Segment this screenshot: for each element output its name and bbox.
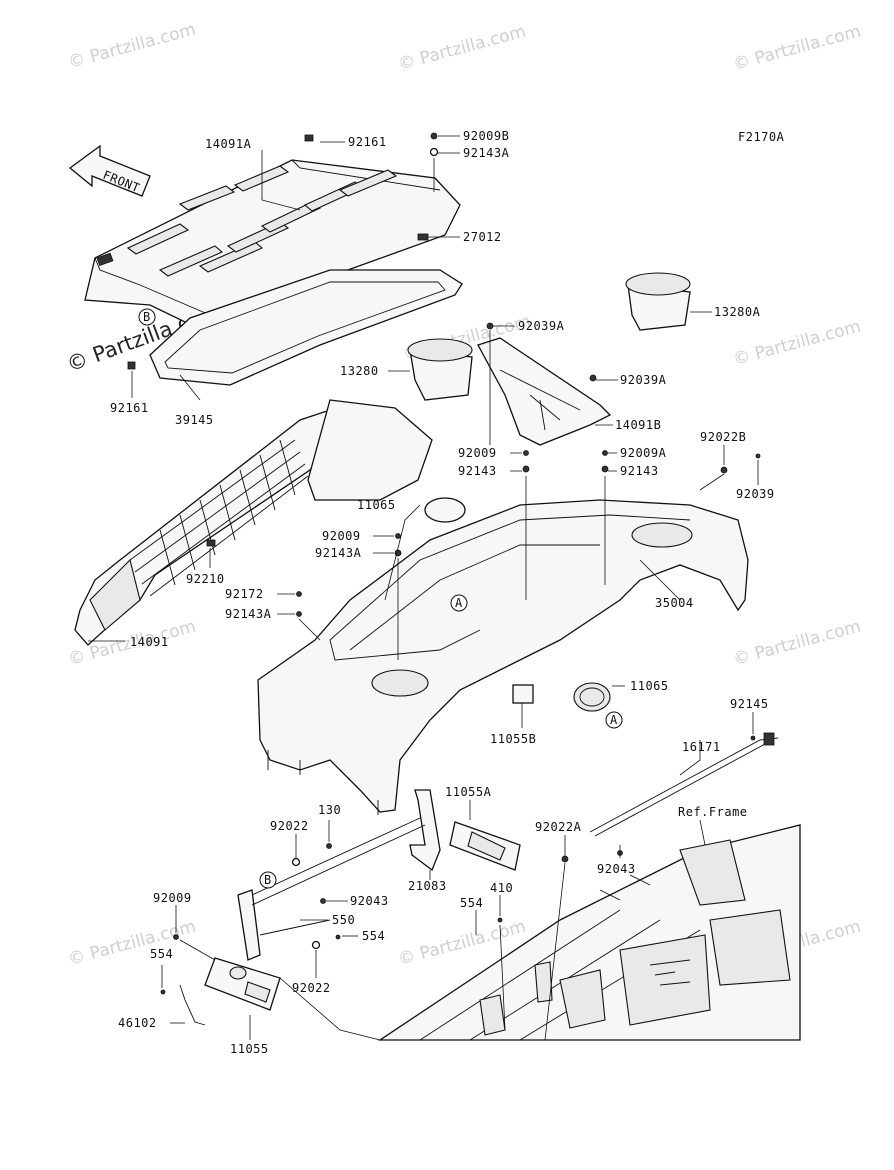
- part-label: 554: [460, 896, 483, 910]
- part-label: 92022: [292, 981, 331, 995]
- bracket-b-assembly: [237, 817, 426, 961]
- part-label: 550: [332, 913, 355, 927]
- cup-holder-13280A: [625, 272, 691, 331]
- roof-panel-14091A: [84, 159, 461, 339]
- watermark: © Partzilla.com: [731, 22, 863, 75]
- part-label: 11065: [357, 498, 396, 512]
- ref-marker-b: B: [264, 873, 272, 887]
- part-label: 92172: [225, 587, 264, 601]
- bracket-11055A: [449, 821, 521, 871]
- part-label: 14091B: [615, 418, 661, 432]
- bracket-11055B: [512, 684, 534, 704]
- part-label: 92145: [730, 697, 769, 711]
- part-label: 14091A: [205, 137, 252, 151]
- part-label: 92039A: [620, 373, 667, 387]
- part-label: 92143A: [225, 607, 272, 621]
- part-label: 11055: [230, 1042, 269, 1056]
- grille-slats: [129, 439, 309, 597]
- leader-lines: [88, 135, 759, 1041]
- part-label: 554: [150, 947, 173, 961]
- front-arrow: FRONT: [68, 144, 151, 197]
- ref-marker-a: A: [610, 713, 618, 727]
- part-label: 92009: [153, 891, 192, 905]
- bracket-11055: [204, 957, 281, 1011]
- part-label: 92022: [270, 819, 309, 833]
- part-label: 46102: [118, 1016, 157, 1030]
- reference-markers: B A A B: [138, 308, 623, 889]
- part-label: 13280: [340, 364, 379, 378]
- part-label: 92161: [110, 401, 149, 415]
- part-labels: F2170A 14091A 92161 92009B 92143A 27012 …: [110, 129, 785, 1056]
- part-label: 92143: [620, 464, 659, 478]
- ref-marker-a: A: [455, 596, 463, 610]
- cover-11065-round: [573, 682, 611, 712]
- part-label: 11055B: [490, 732, 536, 746]
- figure-code: F2170A: [738, 130, 785, 144]
- part-label: 21083: [408, 879, 447, 893]
- watermark: © Partzilla.com: [731, 317, 863, 370]
- reference-frame: [377, 824, 801, 1041]
- part-label: 92022A: [535, 820, 582, 834]
- ref-marker-b: B: [143, 310, 151, 324]
- bracket-21083: [409, 789, 441, 872]
- part-label: 92009A: [620, 446, 667, 460]
- part-label: 92161: [348, 135, 387, 149]
- part-label: 130: [318, 803, 341, 817]
- cable-16171: [589, 732, 779, 837]
- part-label: 92039: [736, 487, 775, 501]
- part-label: 92009: [322, 529, 361, 543]
- part-label: 92009B: [463, 129, 509, 143]
- rod-46102: [179, 984, 206, 1026]
- part-label: 11065: [630, 679, 669, 693]
- watermark: © Partzilla.com: [396, 22, 528, 75]
- seal-39145: [149, 269, 463, 386]
- fasteners: [127, 132, 761, 995]
- part-label: 92043: [350, 894, 389, 908]
- part-label: 92043: [597, 862, 636, 876]
- part-label: 92009: [458, 446, 497, 460]
- part-label: 92022B: [700, 430, 746, 444]
- part-label: 13280A: [714, 305, 761, 319]
- part-label: 35004: [655, 596, 694, 610]
- front-grille-14091: [74, 399, 433, 646]
- part-label: 92143A: [315, 546, 362, 560]
- watermark: © Partzilla.com: [731, 617, 863, 670]
- part-label: 92143A: [463, 146, 510, 160]
- part-label: 92210: [186, 572, 225, 586]
- bracket-14091B: [477, 337, 612, 446]
- part-label: 14091: [130, 635, 169, 649]
- cover-11065-oval: [424, 497, 466, 523]
- part-label: 92143: [458, 464, 497, 478]
- cup-holder-13280: [407, 338, 473, 401]
- part-label: 92039A: [518, 319, 565, 333]
- part-label: 554: [362, 929, 385, 943]
- watermark: © Partzilla.com: [66, 917, 198, 970]
- part-label: 27012: [463, 230, 502, 244]
- part-label: 410: [490, 881, 513, 895]
- part-label: 11055A: [445, 785, 492, 799]
- part-label: 16171: [682, 740, 721, 754]
- reference-frame-label: Ref.Frame: [678, 805, 748, 819]
- part-label: 39145: [175, 413, 214, 427]
- watermark: © Partzilla.com: [66, 20, 198, 73]
- rear-panel-35004: [257, 499, 749, 815]
